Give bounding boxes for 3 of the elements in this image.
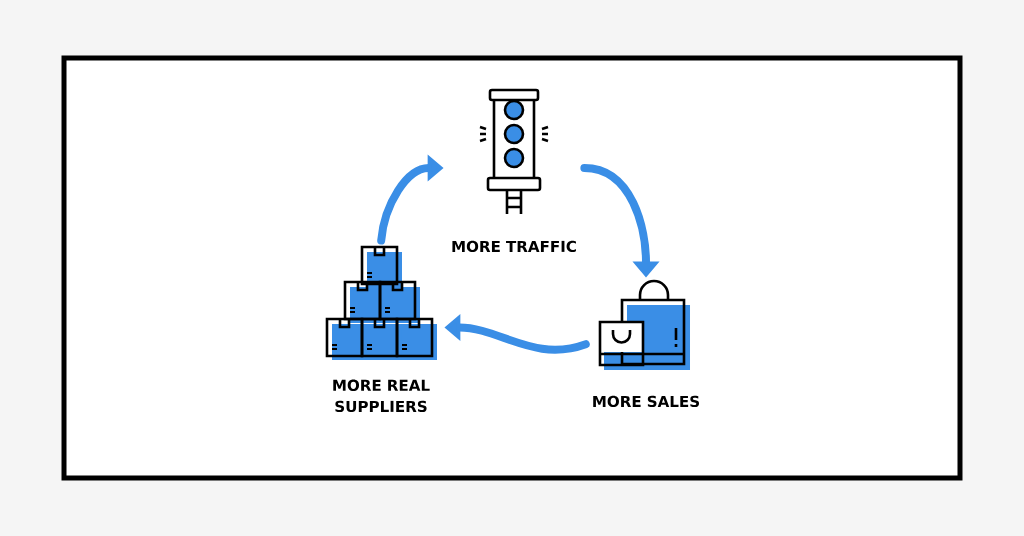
node-label: MORE TRAFFIC bbox=[452, 240, 576, 253]
node-label: MORE SALES bbox=[593, 395, 700, 408]
node-label: MORE REAL SUPPLIERS bbox=[333, 379, 430, 413]
